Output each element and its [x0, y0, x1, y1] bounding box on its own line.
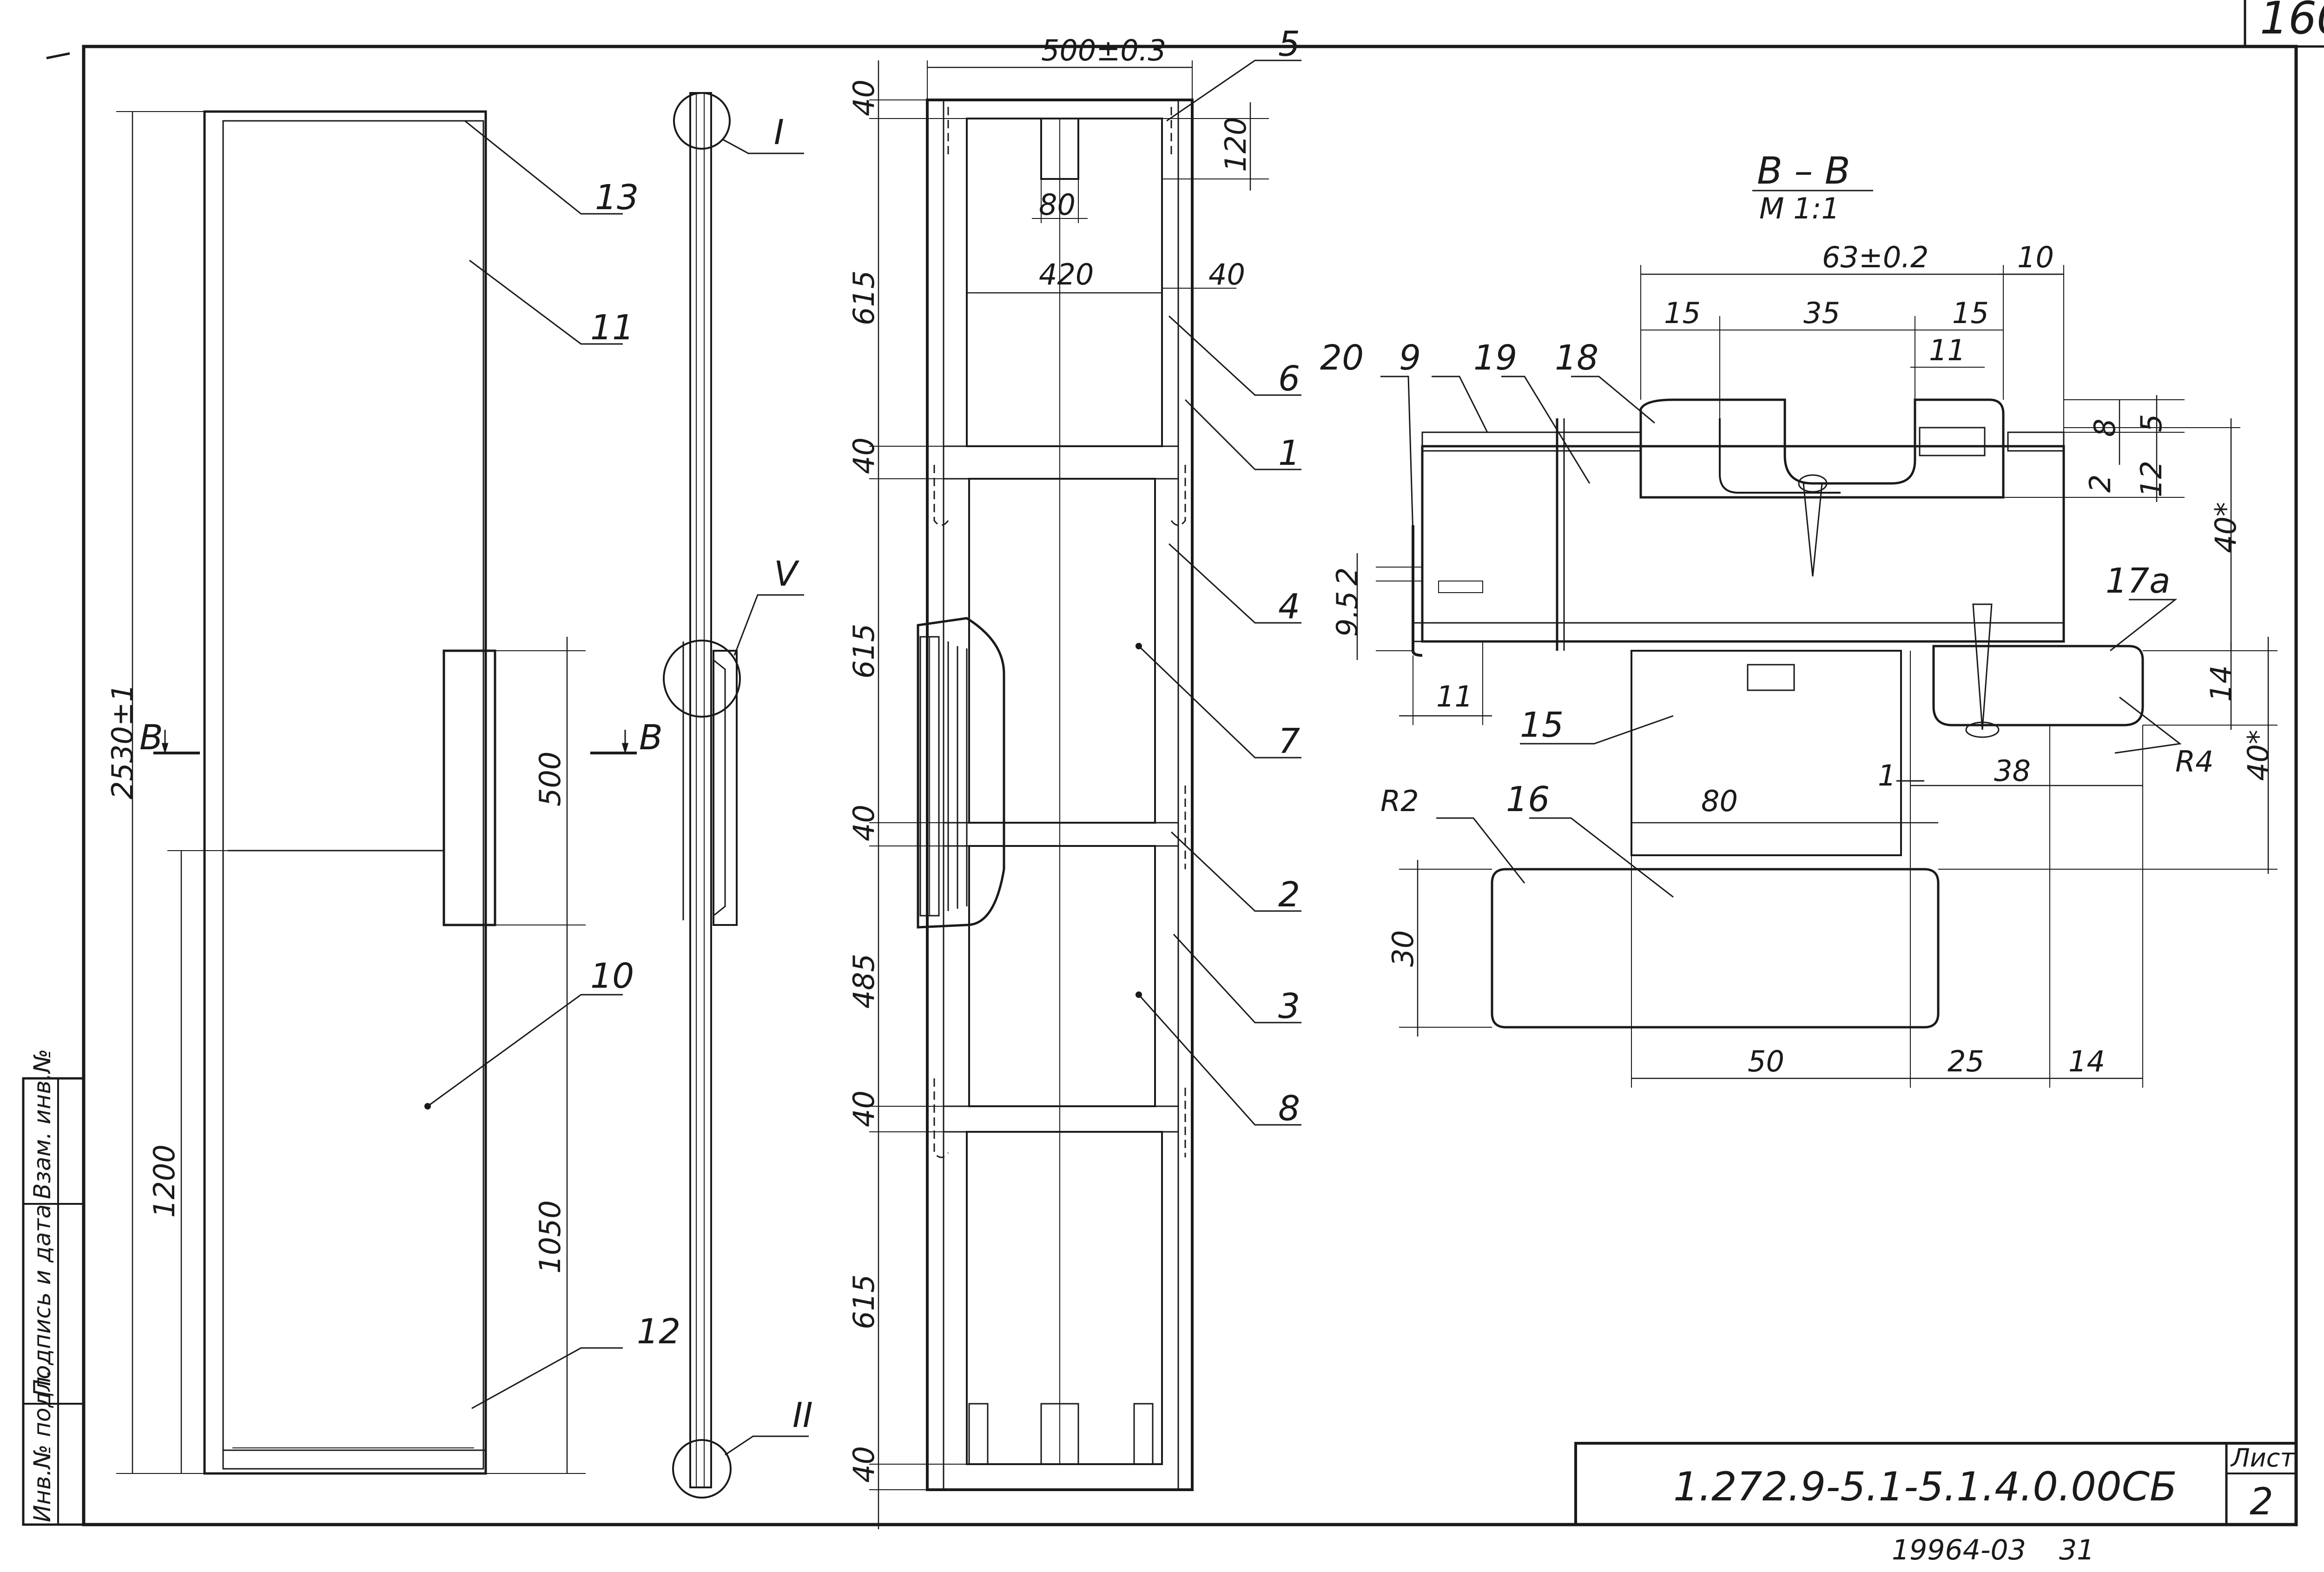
dim-2: 2 — [2083, 475, 2117, 493]
position-11: 11 — [590, 308, 634, 348]
section-mark-right: В — [639, 718, 663, 758]
frame-485-dim: 485 — [847, 954, 881, 1009]
dim-15-a: 15 — [1664, 296, 1701, 330]
stamp-signature-date: Подпись и дата — [29, 1204, 56, 1397]
frame-40-c-dim: 40 — [847, 1090, 881, 1127]
frame-width-dim: 500±0.3 — [1041, 33, 1166, 67]
dim-2-b: 2 — [1330, 568, 1364, 586]
sheet-label: Лист — [2230, 1443, 2295, 1473]
position-6: 6 — [1278, 359, 1300, 399]
position-15: 15 — [1520, 705, 1564, 745]
frame-615-a-dim: 615 — [847, 271, 881, 325]
footer-code: 19964-03 — [1892, 1534, 2026, 1566]
dim-15-b: 15 — [1952, 296, 1989, 330]
position-17a: 17а — [2106, 561, 2171, 601]
dim-10: 10 — [2017, 240, 2054, 274]
section-bb — [1356, 190, 2278, 1088]
dim-9-5: 9.5 — [1330, 591, 1364, 637]
position-10: 10 — [590, 956, 634, 996]
callout-I: I — [774, 112, 784, 152]
mark-1: 1 — [1878, 759, 1896, 793]
radius-R4: R4 — [2175, 745, 2214, 779]
dim-80: 80 — [1701, 784, 1738, 818]
section-scale: М 1:1 — [1759, 192, 1840, 225]
drawing-designation: 1.272.9-5.1-5.1.4.0.00СБ — [1673, 1464, 2177, 1510]
frame-80-dim: 80 — [1039, 188, 1076, 222]
frame-40-a-dim: 40 — [847, 437, 881, 474]
side-stamp: Инв.№ подл. Подпись и дата Взам. инв.№ — [22, 1049, 85, 1526]
dim-35: 35 — [1803, 296, 1840, 330]
dim-40-star-b: 40* — [2241, 730, 2275, 781]
frame-top-40-dim: 40 — [847, 79, 881, 116]
dim-11-a: 11 — [1929, 333, 1966, 367]
frame-615-c-dim: 615 — [847, 1275, 881, 1329]
callout-V: V — [774, 554, 799, 594]
sheet-frame — [46, 0, 2324, 1526]
position-13: 13 — [595, 178, 639, 218]
position-12: 12 — [637, 1312, 680, 1352]
frame-120-dim: 120 — [1219, 117, 1253, 172]
dim-40-star-a: 40* — [2209, 502, 2243, 553]
dim-11-b: 11 — [1436, 680, 1473, 713]
frame-bottom-40-dim: 40 — [847, 1446, 881, 1483]
dim-38: 38 — [1994, 754, 2031, 788]
side-view — [663, 92, 809, 1499]
sheet-number: 2 — [2250, 1480, 2273, 1523]
stamp-inv-no: Инв.№ подл. — [29, 1369, 56, 1522]
position-7: 7 — [1278, 721, 1300, 761]
frame-615-b-dim: 615 — [847, 624, 881, 679]
position-9: 9 — [1399, 338, 1421, 378]
position-3: 3 — [1278, 986, 1300, 1026]
dim-25: 25 — [1948, 1044, 1984, 1078]
position-16: 16 — [1506, 779, 1550, 819]
position-2: 2 — [1278, 875, 1300, 915]
section-title: В – В — [1757, 149, 1850, 192]
front-height-1200-dim: 1200 — [147, 1144, 181, 1218]
position-4: 4 — [1278, 587, 1300, 627]
position-1: 1 — [1278, 433, 1300, 473]
front-height-500-dim: 500 — [533, 752, 567, 806]
title-block — [1574, 1442, 2298, 1526]
dim-12: 12 — [2134, 461, 2168, 497]
frame-view — [869, 59, 1301, 1529]
frame-40-dim: 40 — [1208, 258, 1245, 291]
front-height-total-dim: 2530±1 — [106, 684, 139, 799]
position-8: 8 — [1278, 1089, 1300, 1129]
footer-page: 31 — [2059, 1534, 2094, 1566]
dim-14-b: 14 — [2068, 1044, 2105, 1078]
dim-14-a: 14 — [2204, 665, 2238, 702]
dim-5: 5 — [2134, 414, 2168, 432]
section-mark-left: В — [139, 718, 163, 758]
front-height-1050-dim: 1050 — [533, 1200, 567, 1274]
callout-II: II — [792, 1395, 813, 1435]
front-view — [116, 110, 637, 1475]
position-18: 18 — [1555, 338, 1598, 378]
frame-420-dim: 420 — [1039, 258, 1094, 291]
dim-30: 30 — [1386, 930, 1420, 967]
frame-40-b-dim: 40 — [847, 805, 881, 841]
radius-R2: R2 — [1380, 784, 1419, 818]
position-5: 5 — [1278, 24, 1300, 64]
dim-50: 50 — [1748, 1044, 1784, 1078]
dim-total: 63±0.2 — [1822, 240, 1928, 274]
corner-sheet-number: 160 — [2260, 0, 2324, 44]
position-20: 20 — [1320, 338, 1364, 378]
dim-8: 8 — [2088, 419, 2122, 437]
position-19: 19 — [1473, 338, 1517, 378]
stamp-replacement-inv: Взам. инв.№ — [29, 1049, 56, 1199]
